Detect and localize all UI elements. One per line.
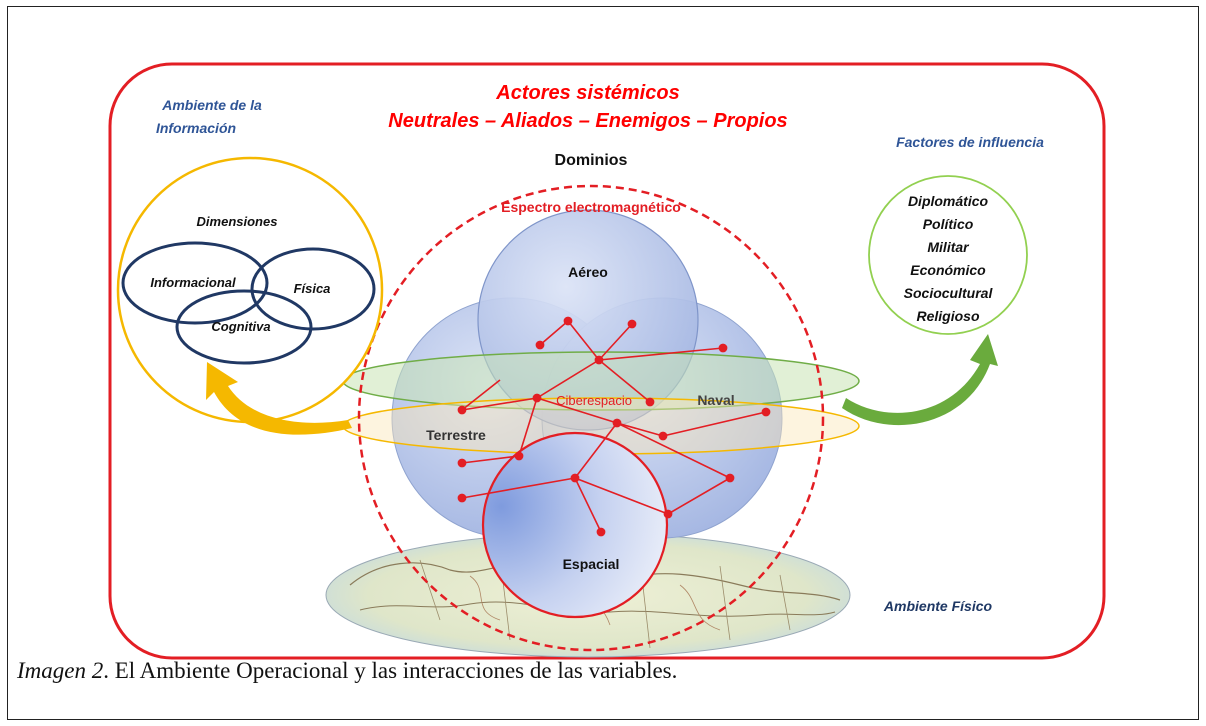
arrow-to-information-environment bbox=[206, 362, 352, 435]
figure-caption: Imagen 2. El Ambiente Operacional y las … bbox=[17, 658, 677, 684]
actors-title: Actores sistémicos bbox=[495, 82, 679, 104]
domain-air-label: Aéreo bbox=[568, 264, 608, 280]
cyberspace-label: Ciberespacio bbox=[556, 393, 632, 408]
domain-land-label: Terrestre bbox=[426, 427, 486, 443]
arrow-to-influence-factors bbox=[842, 334, 998, 426]
operational-environment-boundary bbox=[108, 62, 1106, 660]
cyberspace-network bbox=[457, 316, 771, 537]
caption-label: Imagen 2 bbox=[17, 658, 104, 683]
information-environment-title-line2: Información bbox=[156, 120, 236, 136]
dimension-informational: Informacional bbox=[150, 275, 236, 290]
electromagnetic-spectrum-circle bbox=[357, 184, 825, 652]
figure-frame bbox=[7, 6, 1199, 720]
influence-title: Factores de influencia bbox=[896, 134, 1044, 150]
influence-factor-sociocultural: Sociocultural bbox=[904, 285, 994, 301]
dimensions-label: Dimensiones bbox=[197, 214, 278, 229]
dimensions-venn bbox=[121, 241, 376, 365]
influence-factor-diplomatic: Diplomático bbox=[908, 193, 989, 209]
domain-naval-label: Naval bbox=[697, 392, 734, 408]
space-domain-sphere bbox=[481, 431, 669, 619]
domains-title: Dominios bbox=[555, 152, 628, 169]
influence-factor-economic: Económico bbox=[910, 262, 986, 278]
caption-text: . El Ambiente Operacional y las interacc… bbox=[103, 658, 678, 683]
domain-space-label: Espacial bbox=[563, 556, 620, 572]
influence-factors-circle bbox=[868, 175, 1028, 335]
information-environment-title-line1: Ambiente de la bbox=[161, 97, 262, 113]
influence-factor-religious: Religioso bbox=[916, 308, 979, 324]
dimension-cognitive: Cognitiva bbox=[211, 319, 270, 334]
dimension-physical: Física bbox=[294, 281, 331, 296]
influence-factor-political: Político bbox=[923, 216, 974, 232]
physical-environment-title: Ambiente Físico bbox=[883, 598, 993, 614]
spectrum-label: Espectro electromagnético bbox=[501, 199, 681, 215]
actors-list: Neutrales – Aliados – Enemigos – Propios bbox=[388, 110, 787, 132]
influence-factor-military: Militar bbox=[927, 239, 970, 255]
